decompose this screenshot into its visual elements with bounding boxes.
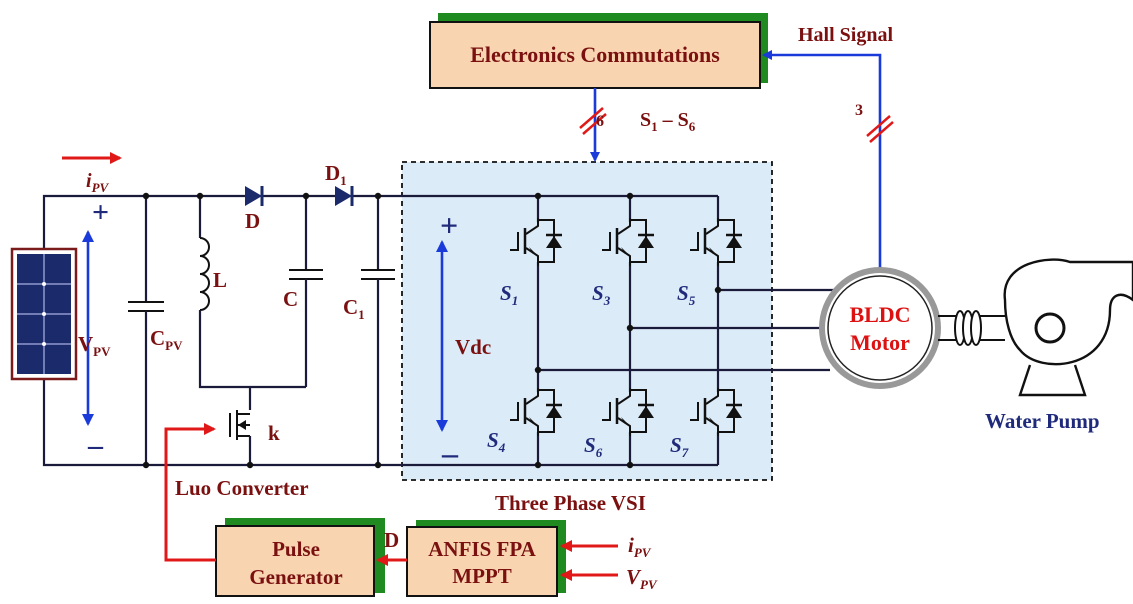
igbt-s7	[690, 388, 742, 436]
hall-signal-wire	[762, 50, 882, 272]
bus3-label: 3	[855, 102, 863, 119]
junction-dot	[714, 286, 722, 294]
capacitor-c-label: C	[283, 287, 298, 311]
vdc-label: Vdc	[455, 335, 491, 359]
junction-dot	[626, 461, 634, 469]
pv-minus: –	[87, 429, 104, 462]
junction-dot	[534, 461, 542, 469]
electronics-commutations-block: Electronics Commutations	[429, 13, 768, 89]
switch-range-label: S1 – S6	[640, 109, 696, 134]
luo-converter-label: Luo Converter	[175, 476, 309, 500]
mosfet-k	[229, 387, 252, 465]
bldc-motor: BLDC Motor	[819, 267, 941, 389]
anfis-label-line2: MPPT	[452, 564, 511, 588]
anfis-vpv-label: VPV	[626, 565, 658, 592]
igbt-s6	[602, 388, 654, 436]
junction-dot	[534, 366, 542, 374]
hall-signal-label: Hall Signal	[798, 24, 893, 46]
bus6-label: 6	[596, 113, 604, 130]
junction-dot	[142, 461, 150, 469]
duty-d-label: D	[384, 528, 399, 552]
inductor-label: L	[213, 268, 227, 292]
cpv-label: CPV	[150, 326, 183, 353]
junction-dot	[246, 461, 254, 469]
switch-s7-label: S7	[670, 433, 689, 460]
inductor-l	[198, 196, 306, 389]
diode-d-label: D	[245, 209, 260, 233]
pulse-label-line2: Generator	[249, 565, 342, 589]
diode-d1	[335, 186, 354, 206]
pv-plus: +	[92, 196, 109, 229]
junction-dot	[534, 192, 542, 200]
anfis-ipv-label: iPV	[628, 533, 652, 560]
water-pump-label: Water Pump	[985, 409, 1100, 433]
switch-s4-label: S4	[487, 428, 506, 455]
igbt-s4	[510, 388, 562, 436]
diode-d1-label: D1	[325, 161, 347, 188]
pulse-generator-block: Pulse Generator	[215, 518, 385, 597]
capacitor-c1	[361, 196, 395, 465]
switch-s5-label: S5	[677, 281, 696, 308]
capacitor-c1-label: C1	[343, 295, 365, 322]
cpv-capacitor	[128, 196, 164, 465]
switch-s3-label: S3	[592, 281, 611, 308]
bus6-slash-a	[579, 107, 604, 129]
pv-panel	[10, 247, 78, 381]
bus3-slash-a	[866, 115, 891, 137]
capacitor-c	[289, 196, 323, 387]
three-phase-vsi-label: Three Phase VSI	[495, 491, 646, 515]
bus6-slash-b	[582, 113, 607, 135]
switch-s1-label: S1	[500, 281, 518, 308]
anfis-label-line1: ANFIS FPA	[428, 537, 536, 561]
junction-dot	[196, 192, 204, 200]
anfis-mppt-block: ANFIS FPA MPPT	[406, 520, 566, 597]
bldc-label-line2: Motor	[850, 330, 910, 355]
ipv-label: iPV	[86, 170, 110, 195]
vdc-minus: –	[441, 435, 459, 471]
bldc-label-line1: BLDC	[849, 302, 910, 327]
mosfet-k-label: k	[268, 421, 280, 445]
shaft-coupling	[938, 310, 1005, 346]
top-rail	[42, 194, 245, 250]
igbt-s5	[690, 218, 742, 266]
water-pump	[1003, 258, 1133, 397]
igbt-switches	[142, 192, 742, 469]
junction-dot	[374, 461, 382, 469]
gate-drive-wire	[164, 423, 216, 562]
igbt-s3	[602, 218, 654, 266]
diode-d	[245, 186, 264, 206]
igbt-s1	[510, 218, 562, 266]
switch-s6-label: S6	[584, 433, 603, 460]
bottom-rail	[42, 378, 718, 467]
junction-dot	[142, 192, 150, 200]
junction-dot	[626, 192, 634, 200]
pulse-label-line1: Pulse	[272, 537, 320, 561]
junction-dot	[374, 192, 382, 200]
junction-dot	[302, 192, 310, 200]
bus3-slash-b	[869, 121, 894, 143]
vsi-region	[401, 161, 773, 481]
vdc-plus: +	[440, 207, 458, 243]
electronics-commutations-label: Electronics Commutations	[470, 42, 720, 67]
junction-dot	[626, 324, 634, 332]
vpv-label: VPV	[78, 332, 111, 359]
